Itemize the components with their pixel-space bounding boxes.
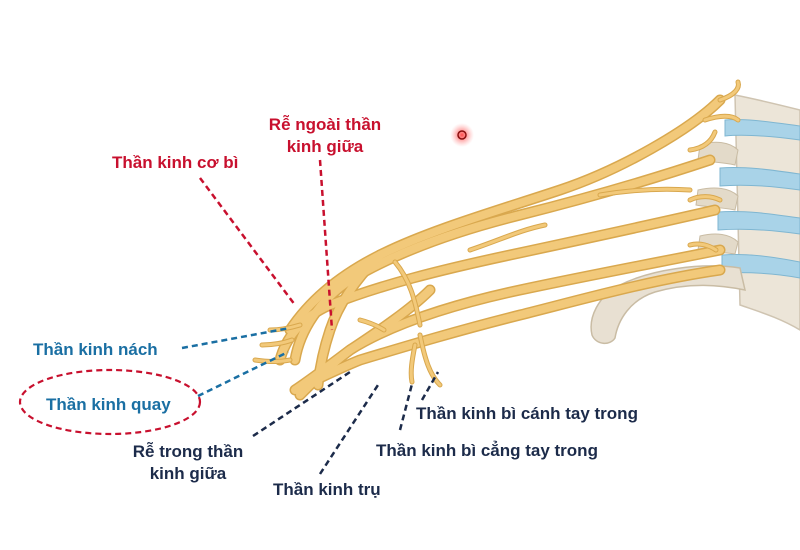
label-median-medial-root: Rễ trong thần kinh giữa [122,441,254,485]
nerve-bundle [252,79,741,401]
label-medial-brachial-cutaneous: Thần kinh bì cánh tay trong [416,404,638,423]
leader-musculocutaneous [198,177,297,306]
radial-highlight-ellipse [18,368,202,436]
leader-axillary [181,326,291,350]
red-record-dot-icon [450,123,474,147]
leader-medial-brachial [420,371,440,401]
leader-medial-antebrachial [398,383,414,431]
label-ulnar: Thần kinh trụ [273,480,381,499]
label-median-lateral-root: Rễ ngoài thần kinh giữa [262,114,388,158]
label-median-medial-root-line1: Rễ trong thần [132,442,244,461]
label-axillary: Thần kinh nách [33,340,158,359]
label-musculocutaneous: Thần kinh cơ bì [112,153,239,172]
label-medial-antebrachial-cutaneous: Thần kinh bì cẳng tay trong [376,441,598,460]
leader-ulnar [318,384,380,475]
label-median-medial-root-line2: kinh giữa [149,464,227,483]
vertebral-column [695,94,800,331]
label-median-lateral-root-line1: Rễ ngoài thần [268,115,382,134]
leader-radial [197,350,289,398]
label-median-lateral-root-line2: kinh giữa [286,137,364,156]
label-radial: Thần kinh quay [46,395,171,414]
leader-lines [181,159,440,475]
leader-median-lateral-root [318,159,334,331]
